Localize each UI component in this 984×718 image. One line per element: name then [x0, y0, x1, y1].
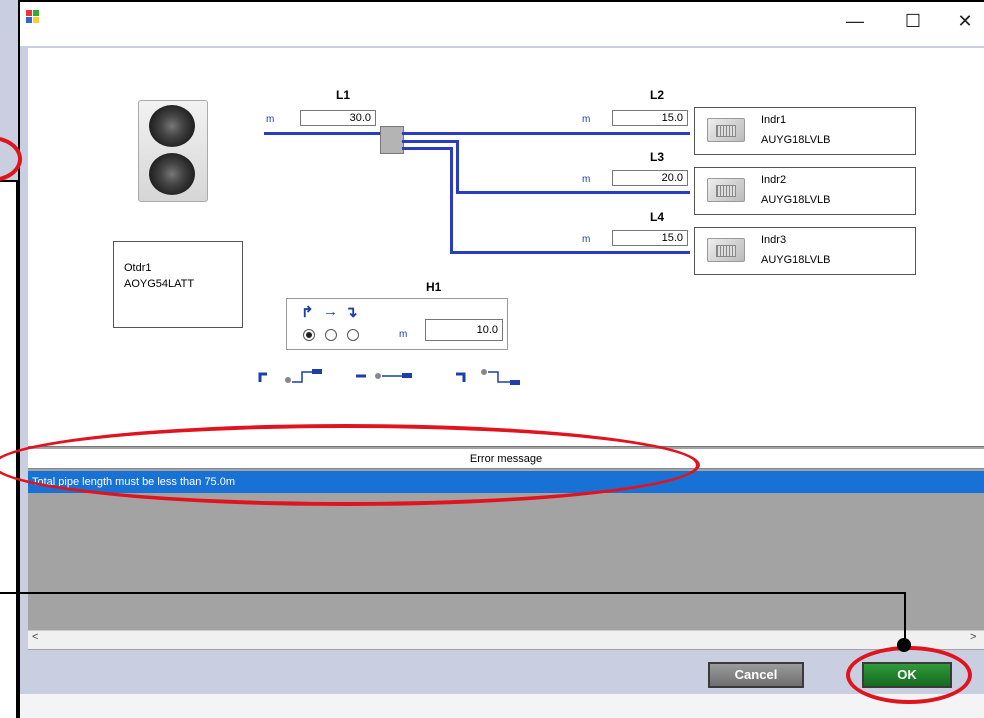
- callout-line: [0, 592, 906, 594]
- pipe-l4-branch: [402, 147, 452, 150]
- status-bar: [20, 694, 984, 718]
- ok-button[interactable]: OK: [862, 662, 952, 688]
- same-level-icon: →: [323, 303, 338, 320]
- l3-label: L3: [650, 150, 665, 164]
- indoor-unit-name: Indr1: [761, 114, 787, 126]
- l3-unit: m: [582, 174, 591, 185]
- pipe-l3-riser: [456, 140, 459, 192]
- height-option-outdoor-higher[interactable]: [303, 329, 315, 341]
- indoor-unit-2: Indr2 AUYG18LVLB: [694, 167, 916, 215]
- l1-length-input[interactable]: 30.0: [300, 110, 376, 126]
- fan-icon: [149, 105, 195, 147]
- dialog-footer: [20, 650, 984, 694]
- indoor-unit-model: AUYG18LVLB: [761, 134, 831, 146]
- l3-length-input[interactable]: 20.0: [612, 170, 688, 186]
- scroll-left-arrow-icon[interactable]: <: [32, 631, 39, 643]
- callout-line: [904, 592, 906, 644]
- maximize-button[interactable]: ☐: [904, 11, 922, 31]
- minimize-button[interactable]: —: [846, 11, 864, 31]
- indoor-unit-icon: [707, 178, 745, 202]
- l1-label: L1: [336, 88, 351, 102]
- outdoor-unit-box: Otdr1 AOYG54LATT: [113, 241, 243, 328]
- error-row[interactable]: Total pipe length must be less than 75.0…: [28, 471, 984, 493]
- close-button[interactable]: ✕: [957, 11, 973, 31]
- indoor-unit-name: Indr2: [761, 174, 787, 186]
- fan-icon: [149, 153, 195, 195]
- indoor-unit-model: AUYG18LVLB: [761, 194, 831, 206]
- l2-length-input[interactable]: 15.0: [612, 110, 688, 126]
- outdoor-higher-icon: ↱: [301, 304, 314, 321]
- h1-unit: m: [399, 329, 408, 340]
- indoor-unit-3: Indr3 AUYG18LVLB: [694, 227, 916, 275]
- h1-height-input[interactable]: 10.0: [425, 319, 503, 341]
- pipe-l3: [456, 191, 690, 194]
- pipe-l4-riser: [450, 147, 453, 253]
- error-column-header: Error message: [28, 449, 984, 469]
- pipe-l3-branch: [402, 140, 458, 143]
- height-legend: [258, 369, 520, 385]
- indoor-unit-icon: [707, 238, 745, 262]
- pipe-l1: [264, 132, 382, 135]
- legend-outdoor-higher-icon: [258, 369, 322, 383]
- indoor-unit-icon: [707, 118, 745, 142]
- height-option-outdoor-lower[interactable]: [347, 329, 359, 341]
- pipe-l4: [450, 251, 690, 254]
- outdoor-unit-model: AOYG54LATT: [124, 278, 195, 290]
- l4-unit: m: [582, 234, 591, 245]
- l4-length-input[interactable]: 15.0: [612, 230, 688, 246]
- l2-unit: m: [582, 114, 591, 125]
- l1-unit: m: [266, 114, 275, 125]
- app-icon: [26, 10, 39, 23]
- indoor-unit-name: Indr3: [761, 234, 787, 246]
- background-window-edge: [16, 180, 18, 718]
- outdoor-lower-icon: ↴: [345, 304, 358, 321]
- title-bar: [20, 2, 984, 46]
- l2-label: L2: [650, 88, 665, 102]
- legend-outdoor-lower-icon: [456, 369, 520, 385]
- outdoor-unit-icon: [138, 100, 208, 202]
- branch-joint: [380, 126, 404, 154]
- pipe-l2: [402, 132, 690, 135]
- scroll-right-arrow-icon[interactable]: >: [970, 631, 977, 643]
- legend-same-level-icon: [356, 373, 412, 379]
- indoor-unit-1: Indr1 AUYG18LVLB: [694, 107, 916, 155]
- h1-label: H1: [426, 280, 442, 294]
- l4-label: L4: [650, 210, 665, 224]
- callout-dot: [897, 638, 911, 652]
- cancel-button[interactable]: Cancel: [708, 662, 804, 688]
- height-option-same-level[interactable]: [325, 329, 337, 341]
- horizontal-scrollbar[interactable]: [28, 630, 984, 649]
- height-difference-box: ↱ → ↴ m 10.0: [286, 298, 508, 350]
- outdoor-unit-name: Otdr1: [124, 262, 152, 274]
- indoor-unit-model: AUYG18LVLB: [761, 254, 831, 266]
